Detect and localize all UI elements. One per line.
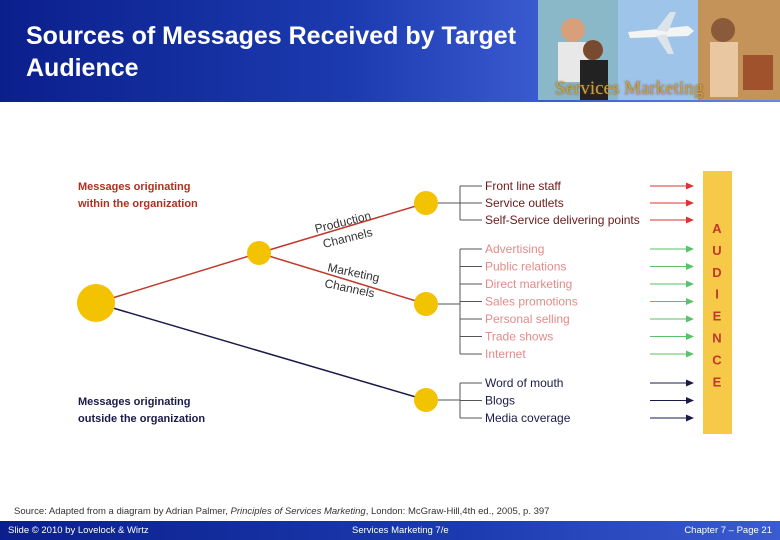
item-arrow-head (686, 200, 694, 207)
item-arrow-head (686, 246, 694, 253)
channel-item-label: Personal selling (485, 312, 570, 326)
item-arrow-head (686, 415, 694, 422)
channel-hub-node (247, 241, 271, 265)
external-source-label-line1: Messages originating (78, 396, 190, 408)
audience-letter: E (713, 374, 722, 389)
external-source-label-line2: outside the organization (78, 413, 205, 425)
line-to-marketing-channel (259, 253, 426, 304)
source-note: Source: Adapted from a diagram by Adrian… (14, 506, 549, 517)
audience-letter: I (715, 287, 719, 302)
target-source-node (77, 284, 115, 322)
internal-source-label-line2: within the organization (77, 198, 198, 210)
channel-item-label: Service outlets (485, 196, 564, 210)
channel-item-label: Blogs (485, 394, 515, 408)
audience-bar (703, 171, 732, 434)
production-node (414, 191, 438, 215)
channel-item-label: Public relations (485, 260, 566, 274)
audience-letter: A (712, 221, 722, 236)
item-arrow-head (686, 263, 694, 270)
audience-letter: N (712, 331, 721, 346)
audience-letter: U (712, 243, 721, 258)
item-arrow-head (686, 380, 694, 387)
item-arrow-head (686, 183, 694, 190)
footer-page-number: Chapter 7 – Page 21 (684, 525, 772, 536)
channel-item-label: Advertising (485, 242, 544, 256)
footer-bar: Slide © 2010 by Lovelock & Wirtz Service… (0, 521, 780, 540)
channel-item-label: Self-Service delivering points (485, 213, 640, 227)
channel-item-label: Word of mouth (485, 376, 563, 390)
item-arrow-head (686, 351, 694, 358)
source-note-suffix: , London: McGraw-Hill,4th ed., 2005, p. … (366, 506, 550, 517)
item-arrow-head (686, 316, 694, 323)
audience-letter: C (712, 352, 722, 367)
line-to-external-node (96, 303, 426, 400)
channel-item-label: Direct marketing (485, 277, 572, 291)
footer-book-title: Services Marketing 7/e (352, 525, 449, 536)
source-note-prefix: Source: Adapted from a diagram by Adrian… (14, 506, 231, 517)
channel-item-label: Trade shows (485, 330, 553, 344)
item-arrow-head (686, 298, 694, 305)
marketing-node (414, 292, 438, 316)
source-note-book-title: Principles of Services Marketing (231, 506, 366, 517)
item-arrow-head (686, 217, 694, 224)
line-source-to-channel-hub (96, 253, 259, 303)
message-sources-diagram: Messages originating within the organiza… (0, 0, 780, 500)
internal-source-label-line1: Messages originating (78, 181, 190, 193)
channel-item-label: Front line staff (485, 179, 561, 193)
item-arrow-head (686, 281, 694, 288)
channel-item-label: Sales promotions (485, 295, 578, 309)
footer-copyright: Slide © 2010 by Lovelock & Wirtz (8, 525, 149, 536)
audience-letter: D (712, 265, 721, 280)
channel-item-label: Media coverage (485, 411, 571, 425)
channel-item-label: Internet (485, 347, 526, 361)
item-arrow-head (686, 397, 694, 404)
external-node (414, 388, 438, 412)
item-arrow-head (686, 333, 694, 340)
audience-letter: E (713, 309, 722, 324)
